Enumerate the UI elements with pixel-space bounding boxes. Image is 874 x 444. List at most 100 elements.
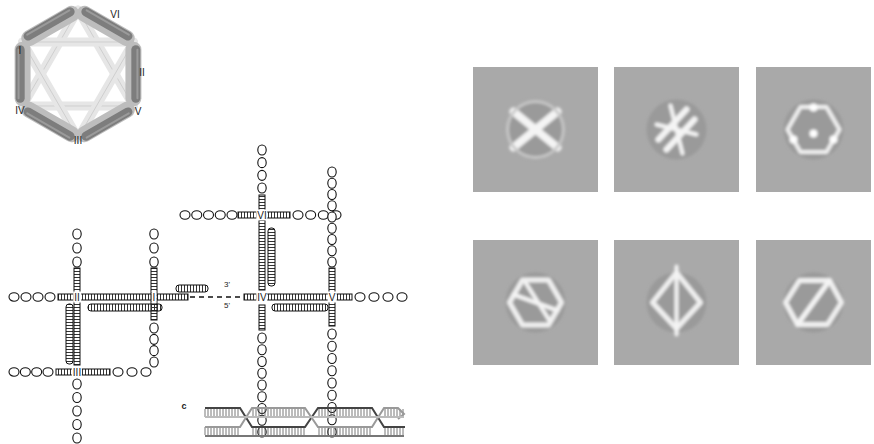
- base-pair: [274, 409, 275, 417]
- helix-rod: [86, 12, 128, 36]
- base-pair: [292, 409, 293, 417]
- strand-end-label: 5': [223, 302, 231, 311]
- junction-label: III: [72, 367, 82, 378]
- staple-strand: [268, 228, 275, 286]
- helix-turn: [141, 368, 151, 376]
- helix-turn: [383, 293, 393, 301]
- base-pair: [280, 409, 281, 417]
- base-pair: [289, 409, 290, 417]
- base-pair: [328, 409, 329, 417]
- helix-turn: [397, 293, 407, 301]
- base-pair: [214, 409, 215, 417]
- base-pair: [388, 409, 389, 417]
- helix-turn: [150, 229, 158, 239]
- base-pair: [205, 409, 206, 417]
- helix-turn: [150, 257, 158, 267]
- base-pair: [283, 427, 284, 435]
- base-pair: [352, 427, 353, 435]
- base-pair: [208, 427, 209, 435]
- helix-turn: [20, 368, 30, 376]
- base-pair: [283, 409, 284, 417]
- base-pair: [253, 409, 254, 417]
- helix-turn: [328, 235, 336, 245]
- helix-turn: [318, 211, 328, 219]
- micrograph-tile: [756, 240, 871, 365]
- helix-turn: [258, 145, 266, 155]
- junction-label: I: [152, 292, 157, 303]
- base-pair: [391, 427, 392, 435]
- strut-edge: [23, 106, 134, 107]
- particle-image: [506, 100, 566, 160]
- duplex-ladder: [259, 305, 265, 330]
- base-pair: [256, 427, 257, 435]
- base-pair: [322, 427, 323, 435]
- strut-edge: [23, 42, 134, 43]
- junction-label: IV: [256, 292, 267, 303]
- helix-turn: [127, 368, 137, 376]
- vertex-label: V: [134, 106, 143, 117]
- base-pair: [232, 427, 233, 435]
- base-pair: [271, 427, 272, 435]
- panel-letter: c: [180, 402, 187, 412]
- base-pair: [346, 409, 347, 417]
- vertex-label: I: [18, 45, 23, 56]
- helix-turn: [45, 293, 55, 301]
- base-pair: [319, 409, 320, 417]
- base-pair: [211, 409, 212, 417]
- helix-turn: [9, 293, 19, 301]
- base-pair: [253, 427, 254, 435]
- helix-turn: [150, 243, 158, 253]
- base-pair: [295, 409, 296, 417]
- base-pair: [364, 409, 365, 417]
- helix-turn: [258, 357, 266, 367]
- base-pair: [358, 427, 359, 435]
- base-pair: [385, 427, 386, 435]
- junction-label: VI: [256, 210, 267, 221]
- base-pair: [217, 427, 218, 435]
- base-pair: [334, 427, 335, 435]
- base-pair: [364, 427, 365, 435]
- helix-turn: [113, 368, 123, 376]
- helix-turn: [73, 229, 81, 239]
- base-pair: [277, 409, 278, 417]
- strand-end-label: 3': [223, 281, 231, 290]
- helix-turn: [21, 293, 31, 301]
- helix-rod-highlight: [136, 50, 138, 99]
- base-pair: [388, 427, 389, 435]
- helix-turn: [215, 211, 225, 219]
- base-pair: [286, 427, 287, 435]
- helix-turn: [9, 368, 19, 376]
- helix-turn: [355, 293, 365, 301]
- helix-turn: [258, 158, 266, 168]
- helix-turn: [204, 211, 214, 219]
- base-pair: [232, 409, 233, 417]
- helix-turn: [328, 378, 336, 388]
- base-pair: [358, 409, 359, 417]
- base-pair: [331, 427, 332, 435]
- base-pair: [340, 427, 341, 435]
- helix-turn: [328, 246, 336, 256]
- helix-turn: [328, 329, 336, 339]
- helix-turn: [328, 190, 336, 200]
- helix-rod: [28, 112, 70, 136]
- base-pair: [325, 427, 326, 435]
- base-pair: [220, 427, 221, 435]
- base-pair: [391, 409, 392, 417]
- base-pair: [277, 427, 278, 435]
- helix-turn: [33, 293, 43, 301]
- particle-image: [647, 267, 707, 335]
- helix-turn: [306, 211, 316, 219]
- vertex-label: III: [73, 135, 83, 146]
- base-pair: [355, 409, 356, 417]
- crossover-detail: [205, 408, 405, 436]
- base-pair: [274, 427, 275, 435]
- helix-turn: [73, 257, 81, 267]
- base-pair: [394, 427, 395, 435]
- helix-turn: [328, 167, 336, 177]
- strut-edge: [23, 42, 78, 138]
- base-pair: [301, 427, 302, 435]
- helix-rod: [131, 50, 140, 99]
- helix-turn: [328, 354, 336, 364]
- helix-rod-highlight: [18, 50, 20, 99]
